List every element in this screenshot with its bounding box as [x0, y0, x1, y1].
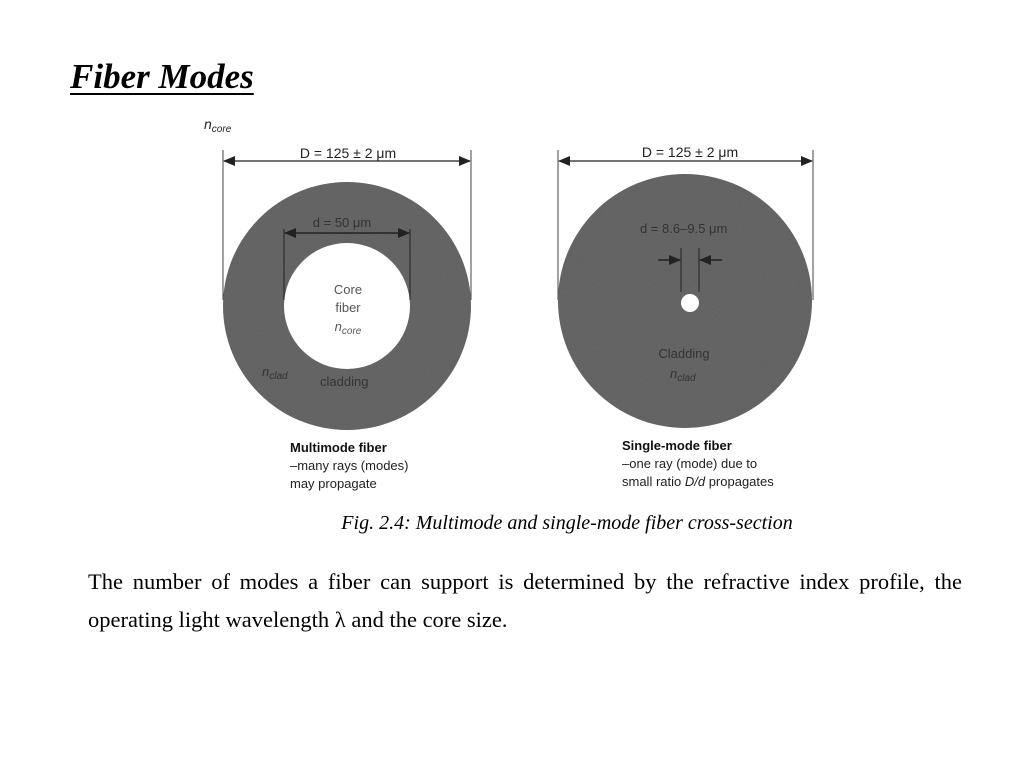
singlemode-description-line-1: –one ray (mode) due to [622, 456, 757, 471]
multimode-clad-n-label: nclad [262, 364, 288, 382]
multimode-outer-dimension-label: D = 125 ± 2 μm [300, 145, 396, 161]
multimode-core-label-2: fiber [335, 300, 361, 315]
singlemode-core-circle [681, 294, 699, 312]
singlemode-core-dimension-label: d = 8.6–9.5 μm [640, 221, 727, 236]
top-n-core-label: ncore [204, 116, 232, 135]
multimode-core-label-1: Core [334, 282, 362, 297]
singlemode-description-line-2: small ratio D/d propagates [622, 474, 774, 489]
body-paragraph: The number of modes a fiber can support … [88, 569, 962, 632]
fiber-cross-section-figure: ncore D = 125 ± 2 μm d = 50 μm Core fibe… [204, 116, 814, 491]
multimode-core-dimension-label: d = 50 μm [313, 215, 371, 230]
multimode-description-title: Multimode fiber [290, 440, 387, 455]
slide-title: Fiber Modes [70, 57, 254, 96]
singlemode-fiber-diagram: D = 125 ± 2 μm d = 8.6–9.5 μm Cladding n… [557, 144, 814, 489]
singlemode-outer-dimension-label: D = 125 ± 2 μm [642, 144, 738, 160]
multimode-core-circle [284, 243, 410, 369]
singlemode-clad-n-label: nclad [670, 366, 696, 384]
multimode-cladding-label: cladding [320, 374, 368, 389]
figure-caption: Fig. 2.4: Multimode and single-mode fibe… [341, 512, 793, 534]
multimode-fiber-diagram: D = 125 ± 2 μm d = 50 μm Core fiber ncor… [222, 145, 472, 491]
singlemode-description-title: Single-mode fiber [622, 438, 732, 453]
singlemode-cladding-label: Cladding [658, 346, 709, 361]
multimode-description-line-2: may propagate [290, 476, 377, 491]
multimode-core-n-label: ncore [335, 319, 362, 337]
multimode-description-line-1: –many rays (modes) [290, 458, 408, 473]
